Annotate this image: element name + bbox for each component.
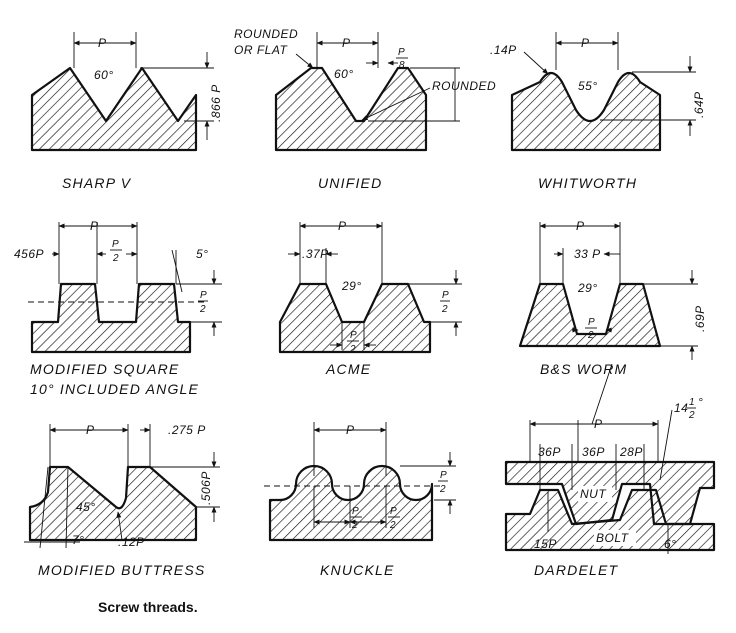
knuckle-half2-num: P — [390, 506, 397, 517]
modified-square-label: MODIFIED SQUARE — [30, 361, 179, 377]
modified-buttress-angle: 45° — [76, 500, 96, 514]
modified-square-pitch: P — [90, 219, 99, 233]
bs-worm-root-num: P — [588, 317, 595, 328]
dardelet-root: 15P — [534, 537, 557, 551]
bs-worm-angle: 29° — [577, 281, 598, 295]
modified-buttress-thread: P .275 P 45° 7° .12P .506P MODIFIED BUTT… — [24, 423, 220, 578]
modified-square-width: 456P — [14, 247, 44, 261]
acme-flat: .37P — [302, 247, 329, 261]
knuckle-depth-num: P — [440, 470, 447, 481]
bs-worm-profile — [518, 282, 662, 348]
acme-angle: 29° — [341, 279, 362, 293]
modified-buttress-label: MODIFIED BUTTRESS — [38, 562, 205, 578]
modified-square-depth-num: P — [200, 290, 207, 301]
dardelet-pitch: P — [594, 417, 603, 431]
figure-caption: Screw threads. — [98, 599, 198, 615]
dardelet-seg3: 28P — [619, 445, 643, 459]
bs-worm-flat: 33 P — [574, 247, 601, 261]
sharp-v-depth: .866 P — [209, 84, 223, 122]
knuckle-half2-den: 2 — [389, 520, 396, 531]
knuckle-depth-den: 2 — [439, 484, 446, 495]
knuckle-half1-num: P — [352, 506, 359, 517]
knuckle-half1-den: 2 — [351, 520, 358, 531]
modified-square-half-num: P — [112, 239, 119, 250]
dardelet-thread: P 14 1 2 ° 36P 36P 28P NUT BOLT 15P 6° D… — [504, 363, 716, 578]
unified-pitch: P — [342, 36, 351, 50]
acme-depth-den: 2 — [441, 304, 448, 315]
modified-buttress-root: .12P — [118, 535, 145, 549]
modified-square-profile — [30, 282, 192, 354]
dardelet-angle-2: 6° — [664, 537, 676, 551]
unified-label: UNIFIED — [318, 175, 382, 191]
whitworth-radius: .14P — [490, 43, 517, 57]
bs-worm-depth: .69P — [693, 305, 707, 332]
modified-buttress-pitch: P — [86, 423, 95, 437]
modified-buttress-flat: .275 P — [168, 423, 206, 437]
knuckle-thread: P P 2 P 2 P 2 KNUCKLE — [264, 422, 456, 578]
acme-label: ACME — [325, 361, 371, 377]
sharp-v-angle: 60° — [94, 68, 114, 82]
bs-worm-root-den: 2 — [587, 330, 594, 341]
dardelet-label: DARDELET — [534, 562, 619, 578]
dardelet-angle-num: 1 — [689, 397, 695, 408]
bs-worm-thread: P 33 P 29° P 2 .69P B&S WORM — [518, 219, 707, 377]
whitworth-depth: .64P — [692, 91, 706, 118]
unified-angle: 60° — [334, 67, 354, 81]
whitworth-pitch: P — [581, 36, 590, 50]
modified-square-half-den: 2 — [112, 253, 119, 264]
bs-worm-pitch: P — [576, 219, 585, 233]
unified-flat-num: P — [398, 47, 405, 58]
sharp-v-profile — [30, 66, 198, 152]
modified-square-thread: P 456P P 2 5° P 2 MODIFIED SQUARE 10° IN… — [14, 219, 222, 397]
acme-pitch: P — [338, 219, 347, 233]
modified-square-depth-den: 2 — [199, 304, 206, 315]
sharp-v-pitch: P — [98, 36, 107, 50]
dardelet-angle-unit: ° — [698, 395, 703, 409]
sharp-v-thread: P 60° .866 P SHARP V — [30, 32, 223, 191]
unified-thread: P ROUNDED OR FLAT 60° P 8 ROUNDED UNIFIE… — [234, 27, 496, 191]
dardelet-angle-whole: 14 — [674, 401, 688, 415]
dardelet-seg2: 36P — [582, 445, 605, 459]
knuckle-pitch: P — [346, 423, 355, 437]
unified-flat-den: 8 — [399, 60, 405, 71]
dardelet-nut-label: NUT — [580, 487, 607, 501]
modified-square-label-2: 10° INCLUDED ANGLE — [30, 381, 199, 397]
sharp-v-label: SHARP V — [62, 175, 132, 191]
unified-root-note: ROUNDED — [432, 79, 496, 93]
whitworth-label: WHITWORTH — [538, 175, 637, 191]
dardelet-seg1: 36P — [538, 445, 561, 459]
modified-buttress-depth: .506P — [199, 471, 213, 505]
acme-thread: P .37P 29° P 2 P 2 ACME — [278, 219, 462, 377]
knuckle-label: KNUCKLE — [320, 562, 395, 578]
acme-root-num: P — [350, 330, 357, 341]
modified-buttress-angle-2: 7° — [72, 533, 84, 547]
whitworth-angle: 55° — [578, 79, 598, 93]
modified-buttress-profile — [28, 465, 198, 542]
acme-profile — [278, 282, 432, 354]
whitworth-profile — [510, 71, 662, 152]
bs-worm-label: B&S WORM — [540, 361, 627, 377]
knuckle-profile — [268, 464, 434, 542]
unified-profile — [274, 66, 428, 152]
dardelet-angle-den: 2 — [688, 410, 695, 421]
acme-depth-num: P — [442, 290, 449, 301]
acme-root-den: 2 — [349, 344, 356, 355]
unified-crest-note: ROUNDED — [234, 27, 298, 41]
modified-square-angle: 5° — [196, 247, 208, 261]
dardelet-bolt-label: BOLT — [596, 531, 630, 545]
whitworth-thread: P .14P 55° .64P WHITWORTH — [490, 32, 706, 191]
unified-crest-note-2: OR FLAT — [234, 43, 288, 57]
